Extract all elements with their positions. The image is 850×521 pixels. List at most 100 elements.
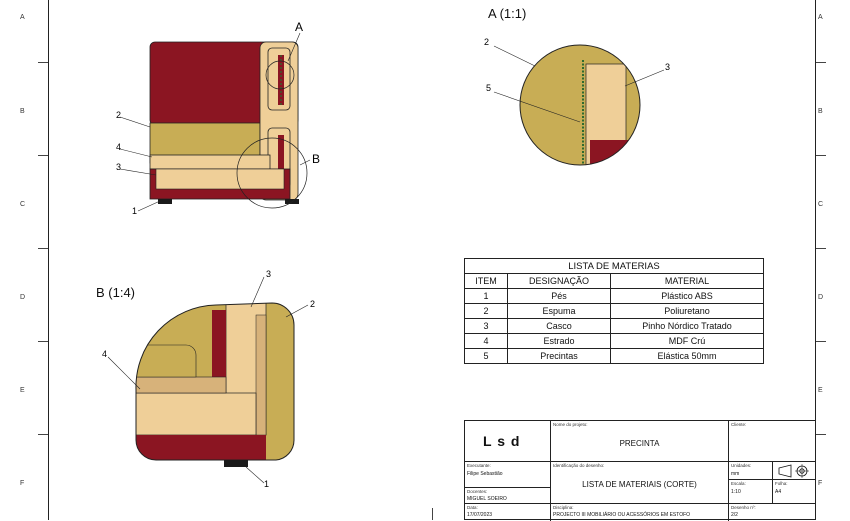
project-label: Nome do projeto: [553,422,588,427]
detail-b-foot [224,460,248,467]
zone-label-left-e: E [20,387,25,394]
bom-cell: Espuma [507,303,611,319]
base-wood [155,168,285,190]
zone-label-right-d: D [818,294,824,301]
zone-label-left-a: A [20,14,25,21]
projection-symbol-icon [778,464,809,478]
zone-tick [38,62,48,63]
bom-row: 4 Estrado MDF Crú [464,333,764,349]
zone-tick [816,62,826,63]
sheet-cell: Folha: A4 [773,480,816,504]
drawing-id-label: Identificação do desenho: [553,463,605,468]
title-block: L s d Nome do projeto: PRECINTA Cliente:… [464,420,816,521]
logo: L s d [483,433,521,449]
client-cell: Cliente: [729,421,816,462]
zone-tick [816,434,826,435]
callout-a: A [295,20,303,34]
bom-cell: 3 [464,318,508,334]
zone-label-right-c: C [818,201,824,208]
bom-row: 1 Pés Plástico ABS [464,288,764,304]
main-section-view: A B 2 4 3 1 [116,20,320,216]
detail-a-title: A (1:1) [488,6,527,21]
designer-label: Executante: [467,463,491,468]
item-label-1: 1 [264,479,269,489]
leader-3 [624,69,665,87]
bom-header-item: ITEM [464,273,508,289]
detail-b-outline [135,302,295,461]
zone-tick [38,434,48,435]
discipline-value: PROJECTO III MOBILIÁRIO OU ACESSÓRIOS EM… [553,512,691,518]
zone-label-right-f: F [818,480,823,487]
item-label-3: 3 [116,162,121,172]
zone-label-left-f: F [20,480,25,487]
bom-row: 2 Espuma Poliuretano [464,303,764,319]
detail-b-seat-wood [135,392,257,436]
bom-cell: Plástico ABS [610,288,764,304]
zone-tick [816,341,826,342]
detail-b-fabric-side [212,310,226,380]
units-value: mm [731,471,740,477]
zone-label-right-b: B [818,108,823,115]
zone-label-left-b: B [20,108,25,115]
drawing-id-cell: Identificação do desenho: LISTA DE MATER… [551,462,729,504]
logo-cell: L s d [465,421,551,462]
sheet-value: A4 [775,489,782,495]
leader-a [287,32,301,62]
detail-a-circle [265,60,295,90]
callout-b: B [312,152,320,166]
bom-row: 5 Precintas Elástica 50mm [464,348,764,364]
zone-label-left-d: D [20,294,26,301]
designer-value: Filipe Sebastião [467,471,503,477]
detail-b-title: B (1:4) [96,285,136,300]
leader-2 [493,45,536,67]
item-label-3: 3 [665,62,670,72]
sheet-label: Folha: [775,481,788,486]
detail-a-foam [520,45,640,165]
fabric-strip [278,135,284,180]
discipline-cell: Disciplina: PROJECTO III MOBILIÁRIO OU A… [551,504,729,521]
detail-b-seat-foam [135,344,197,378]
bom-cell: Elástica 50mm [610,348,764,364]
scale-cell: Escala: 1:10 [729,480,773,504]
zone-tick [38,155,48,156]
bom-table: LISTA DE MATERIAS ITEM DESIGNAÇÃO MATERI… [464,258,764,364]
bom-cell: Pinho Nórdico Tratado [610,318,764,334]
teacher-cell: Docentes: MIGUEL SOEIRO [465,488,551,504]
foot [158,199,172,204]
leader-4 [119,148,153,158]
scale-label: Escala: [731,481,746,486]
bom-cell: 5 [464,348,508,364]
scale-value: 1:10 [731,489,741,495]
item-label-2: 2 [116,110,121,120]
units-cell: Unidades: mm [729,462,773,480]
bom-cell: 1 [464,288,508,304]
detail-a-wood [585,63,627,165]
item-label-1: 1 [132,206,137,216]
item-label-4: 4 [102,349,107,359]
bom-row: 3 Casco Pinho Nórdico Tratado [464,318,764,334]
bom-cell: Precintas [507,348,611,364]
date-label: Data: [467,505,478,510]
bom-cell: Casco [507,318,611,334]
zone-tick [816,248,826,249]
projection-cell [773,462,816,480]
leader-3 [250,276,265,308]
detail-b-view: 3 2 4 1 [102,269,315,489]
date-value: 17/07/2023 [467,512,493,518]
drawing-no-cell: Desenho nº: 2/2 [729,504,816,521]
discipline-label: Disciplina: [553,505,574,510]
detail-b-base-fabric [136,435,266,460]
detail-a-outline [519,44,641,166]
item-label-2: 2 [484,37,489,47]
bom-cell: Pés [507,288,611,304]
client-label: Cliente: [731,422,747,427]
leader-2 [119,116,151,128]
item-label-2: 2 [310,299,315,309]
leader-1 [245,466,265,484]
bom-cell: 2 [464,303,508,319]
leader-3 [119,168,157,176]
zone-tick [432,508,433,520]
bom-cell: 4 [464,333,508,349]
drawing-frame [48,0,816,520]
designer-cell: Executante: Filipe Sebastião [465,462,551,488]
